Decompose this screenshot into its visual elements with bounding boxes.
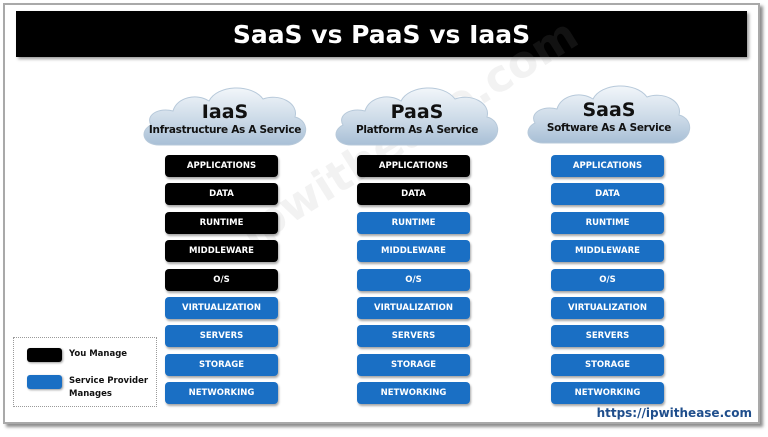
legend-swatch-black [27,348,62,362]
model-subtitle: Platform As A Service [355,124,479,136]
layer-middleware: MIDDLEWARE [357,240,470,263]
layer-networking: NETWORKING [357,382,470,405]
page-title: SaaS vs PaaS vs IaaS [232,19,531,49]
model-subtitle: Infrastructure As A Service [148,124,302,136]
layer-os: O/S [165,268,278,291]
layer-middleware: MIDDLEWARE [165,240,278,263]
legend-label: You Manage [69,349,128,359]
cloud-icon [335,87,498,146]
layer-runtime: RUNTIME [551,211,664,234]
layer-runtime: RUNTIME [165,211,278,234]
legend-label: Service Provider Manages [69,376,149,399]
legend: You Manage Service Provider Manages [13,337,157,407]
layer-os: O/S [357,268,470,291]
layer-storage: STORAGE [165,353,278,376]
cloud-iaas: IaaS Infrastructure As A Service [139,79,311,149]
legend-item-you-manage: You Manage [27,348,149,362]
layer-networking: NETWORKING [165,382,278,405]
title-bar: SaaS vs PaaS vs IaaS [16,11,747,57]
layer-virtualization: VIRTUALIZATION [551,296,664,319]
cloud-icon [527,85,690,144]
site-url: https://ipwithease.com [596,406,752,420]
layer-virtualization: VIRTUALIZATION [357,296,470,319]
layer-os: O/S [551,268,664,291]
model-name: SaaS [582,99,636,121]
layer-data: DATA [165,183,278,206]
layer-servers: SERVERS [357,325,470,348]
legend-swatch-blue [27,375,62,389]
model-name: PaaS [390,101,444,123]
model-subtitle: Software As A Service [546,122,672,134]
layer-runtime: RUNTIME [357,211,470,234]
cloud-saas: SaaS Software As A Service [523,77,695,147]
layer-virtualization: VIRTUALIZATION [165,296,278,319]
cloud-icon [143,87,306,146]
layer-data: DATA [551,183,664,206]
cloud-paas: PaaS Platform As A Service [331,79,503,149]
layer-applications: APPLICATIONS [357,155,470,177]
layer-networking: NETWORKING [551,382,664,405]
layer-data: DATA [357,183,470,206]
layer-servers: SERVERS [165,325,278,348]
layer-applications: APPLICATIONS [551,155,664,177]
stack-iaas: APPLICATIONS DATA RUNTIME MIDDLEWARE O/S… [165,155,278,411]
legend-item-provider-manages: Service Provider Manages [27,375,149,401]
model-name: IaaS [201,101,249,123]
stack-paas: APPLICATIONS DATA RUNTIME MIDDLEWARE O/S… [357,155,470,411]
layer-applications: APPLICATIONS [165,155,278,177]
layer-storage: STORAGE [551,353,664,376]
layer-servers: SERVERS [551,325,664,348]
layer-storage: STORAGE [357,353,470,376]
stack-saas: APPLICATIONS DATA RUNTIME MIDDLEWARE O/S… [551,155,664,411]
layer-middleware: MIDDLEWARE [551,240,664,263]
